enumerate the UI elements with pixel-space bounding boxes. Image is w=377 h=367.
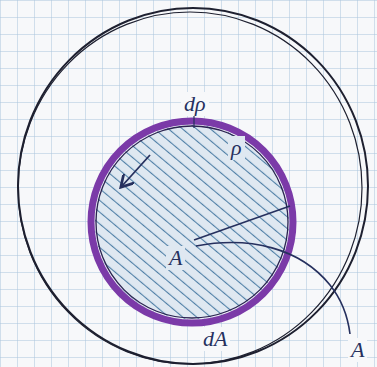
leader-label: A xyxy=(348,338,367,362)
inner-edge xyxy=(96,126,288,318)
leader-curve xyxy=(196,243,350,334)
area-label: A xyxy=(166,246,185,270)
radius-label: ρ xyxy=(228,136,245,160)
ring-width-label: dρ xyxy=(181,92,209,116)
radius-line xyxy=(194,206,290,240)
tick xyxy=(193,116,194,128)
arrow xyxy=(122,155,150,186)
outer-circle xyxy=(18,8,368,364)
ring-area-label: dA xyxy=(200,327,230,351)
hatching xyxy=(90,120,295,325)
ring-area xyxy=(91,121,293,323)
outer-circle-stroke xyxy=(18,12,362,364)
